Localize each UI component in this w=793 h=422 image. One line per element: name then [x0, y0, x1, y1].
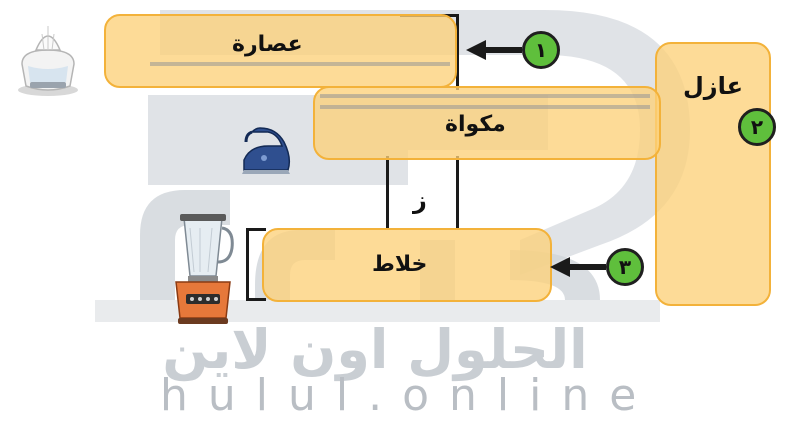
wire-bottom-top: [246, 228, 266, 231]
watermark-arabic-text: الحلول اون لاين: [162, 318, 588, 381]
arrow-3-icon: [550, 257, 606, 277]
iron-stripe-2: [320, 105, 650, 109]
juicer-box: [104, 14, 457, 88]
wire-bottom-left: [246, 228, 249, 300]
wire-center-left: [386, 156, 389, 230]
arrow-1-icon: [466, 40, 522, 60]
blender-icon: [175, 214, 234, 324]
juicer-label: عصارة: [232, 32, 303, 57]
iron-stripe-1: [320, 94, 650, 98]
iron-box: [313, 86, 661, 160]
marker-3: ٣: [606, 248, 644, 286]
juicer-icon: [18, 26, 78, 96]
iron-icon: [242, 127, 291, 174]
marker-1: ١: [522, 31, 560, 69]
juicer-stripe: [150, 62, 450, 66]
blender-label: خلاط: [372, 252, 428, 277]
wire-right-top: [456, 14, 459, 90]
iron-label: مكواة: [445, 112, 506, 137]
insulator-label: عازل: [682, 72, 744, 100]
watermark-latin-text: hulul.online: [160, 370, 657, 421]
insulator-box: عازل: [655, 42, 771, 306]
marker-2: ٢: [738, 108, 776, 146]
blender-box: [262, 228, 552, 302]
gap-label: ز: [413, 186, 427, 214]
wire-center-right: [456, 156, 459, 230]
wire-bottom-base: [246, 298, 266, 301]
